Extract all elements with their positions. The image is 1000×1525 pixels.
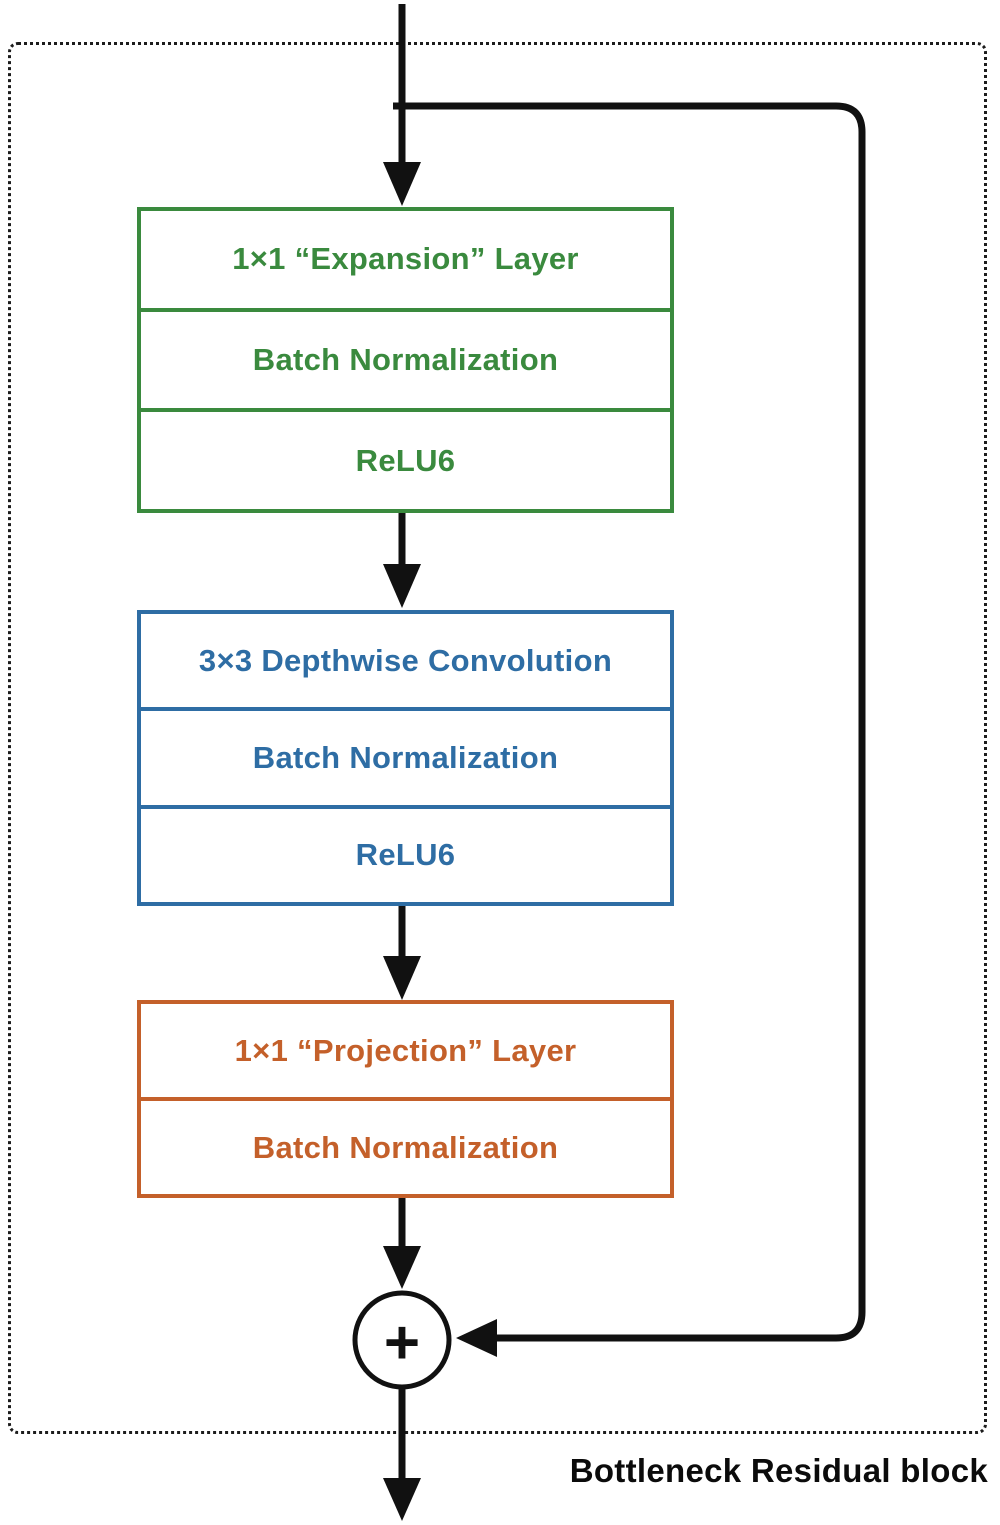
expansion-layer-label: 1×1 “Expansion” Layer	[232, 241, 579, 277]
arrow-expansion-to-depthwise	[383, 511, 421, 608]
arrow-projection-to-adder	[383, 1196, 421, 1289]
diagram-caption: Bottleneck Residual block	[569, 1452, 988, 1489]
projection-layer-label: 1×1 “Projection” Layer	[234, 1032, 577, 1068]
depthwise-block: 3×3 Depthwise Convolution Batch Normaliz…	[137, 610, 674, 906]
projection-batchnorm-label: Batch Normalization	[141, 1097, 670, 1194]
arrow-depthwise-to-projection	[383, 904, 421, 1000]
projection-block: 1×1 “Projection” Layer Batch Normalizati…	[137, 1000, 674, 1198]
depthwise-relu6-label: ReLU6	[141, 804, 670, 902]
add-node: +	[352, 1290, 452, 1390]
block-boundary-dotted-frame	[8, 42, 987, 1434]
plus-icon: +	[384, 1309, 420, 1378]
expansion-relu6-label: ReLU6	[141, 408, 670, 509]
input-arrow	[383, 4, 421, 206]
expansion-batchnorm-label: Batch Normalization	[141, 307, 670, 409]
output-arrow	[383, 1389, 421, 1521]
depthwise-conv-label: 3×3 Depthwise Convolution	[198, 642, 613, 678]
expansion-block: 1×1 “Expansion” Layer Batch Normalizatio…	[137, 207, 674, 513]
depthwise-batchnorm-label: Batch Normalization	[141, 707, 670, 804]
skip-connection	[393, 102, 866, 1357]
